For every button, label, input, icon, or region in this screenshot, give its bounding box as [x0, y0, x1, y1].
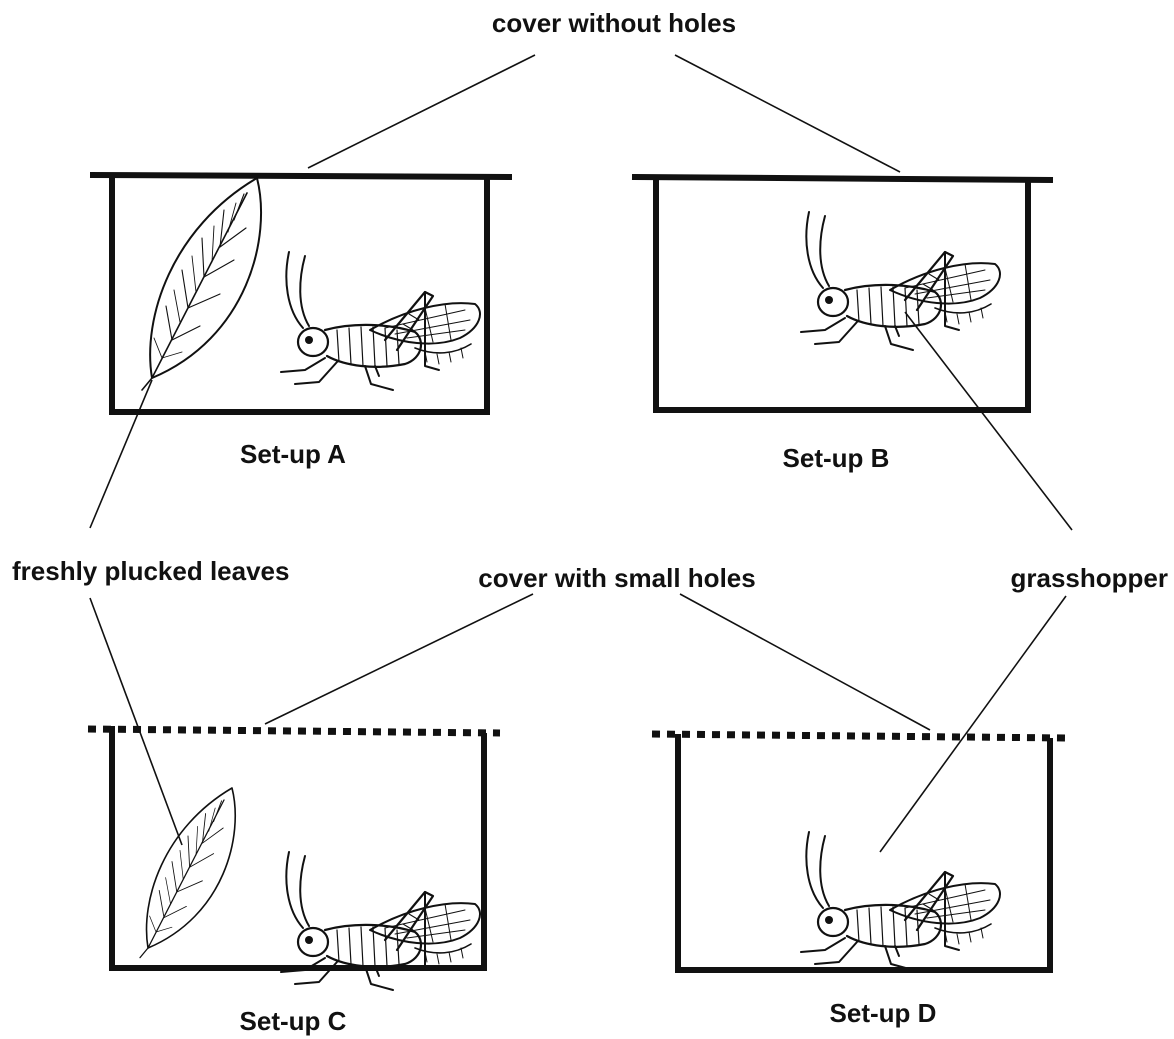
grasshopper-b — [801, 212, 1000, 350]
leader-cover-a — [308, 55, 535, 168]
grasshopper-a — [281, 252, 480, 390]
label-setup-c: Set-up C — [240, 1006, 347, 1036]
setup-c — [88, 726, 500, 990]
holed-cover-d — [652, 734, 1068, 738]
leaf-c — [140, 788, 235, 958]
leader-grasshopper-d — [880, 596, 1066, 852]
holed-cover-c — [88, 729, 500, 733]
solid-cover-a — [90, 175, 512, 177]
leader-cover-b — [675, 55, 900, 172]
setup-a — [90, 175, 512, 412]
leader-leaf-a — [90, 380, 152, 528]
solid-cover-b — [632, 177, 1053, 180]
label-setup-b: Set-up B — [783, 443, 890, 473]
leader-cover-d — [680, 594, 930, 730]
leaf-a — [142, 178, 261, 390]
label-setup-a: Set-up A — [240, 439, 346, 469]
label-setup-d: Set-up D — [830, 998, 937, 1028]
label-freshly-plucked-leaves: freshly plucked leaves — [12, 556, 289, 586]
setup-b — [632, 177, 1053, 410]
label-cover-with-small-holes: cover with small holes — [478, 563, 755, 593]
leader-grasshopper-b — [905, 312, 1072, 530]
grasshopper-d — [801, 832, 1000, 970]
label-grasshopper: grasshopper — [1011, 563, 1169, 593]
container-d — [678, 734, 1050, 970]
container-c — [112, 726, 484, 968]
label-cover-without-holes: cover without holes — [492, 8, 736, 38]
leader-leaf-c — [90, 598, 182, 845]
setup-d — [652, 734, 1068, 970]
container-b — [656, 177, 1028, 410]
leader-cover-c — [265, 594, 533, 724]
